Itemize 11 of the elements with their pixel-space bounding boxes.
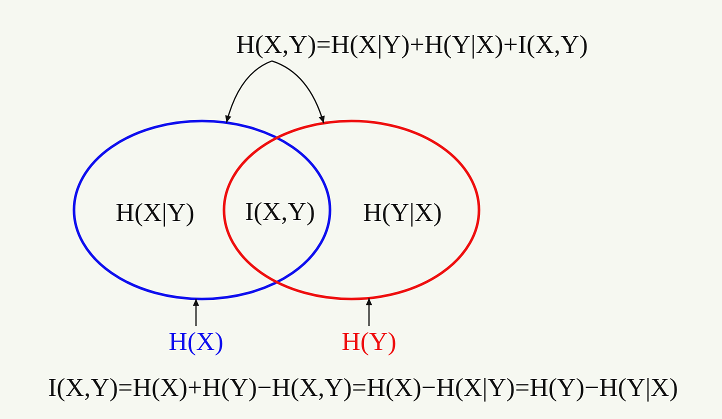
set-label: H(X) <box>168 327 224 357</box>
overlap-label: I(X,Y) <box>244 197 316 227</box>
formula-text: H(X,Y)=H(X|Y)+H(Y|X)+I(X,Y) <box>236 30 588 60</box>
arrow <box>366 298 372 326</box>
arrow <box>192 298 200 326</box>
formula-text: I(X,Y)=H(X)+H(Y)−H(X,Y)=H(X)−H(X|Y)=H(Y)−H(Y|X) <box>48 373 678 403</box>
region-label: H(Y|X) <box>363 198 442 228</box>
curved-arrow <box>225 60 272 123</box>
region-label: H(X|Y) <box>116 198 194 228</box>
curved-arrow <box>272 60 325 124</box>
set-label: H(Y) <box>342 327 396 357</box>
